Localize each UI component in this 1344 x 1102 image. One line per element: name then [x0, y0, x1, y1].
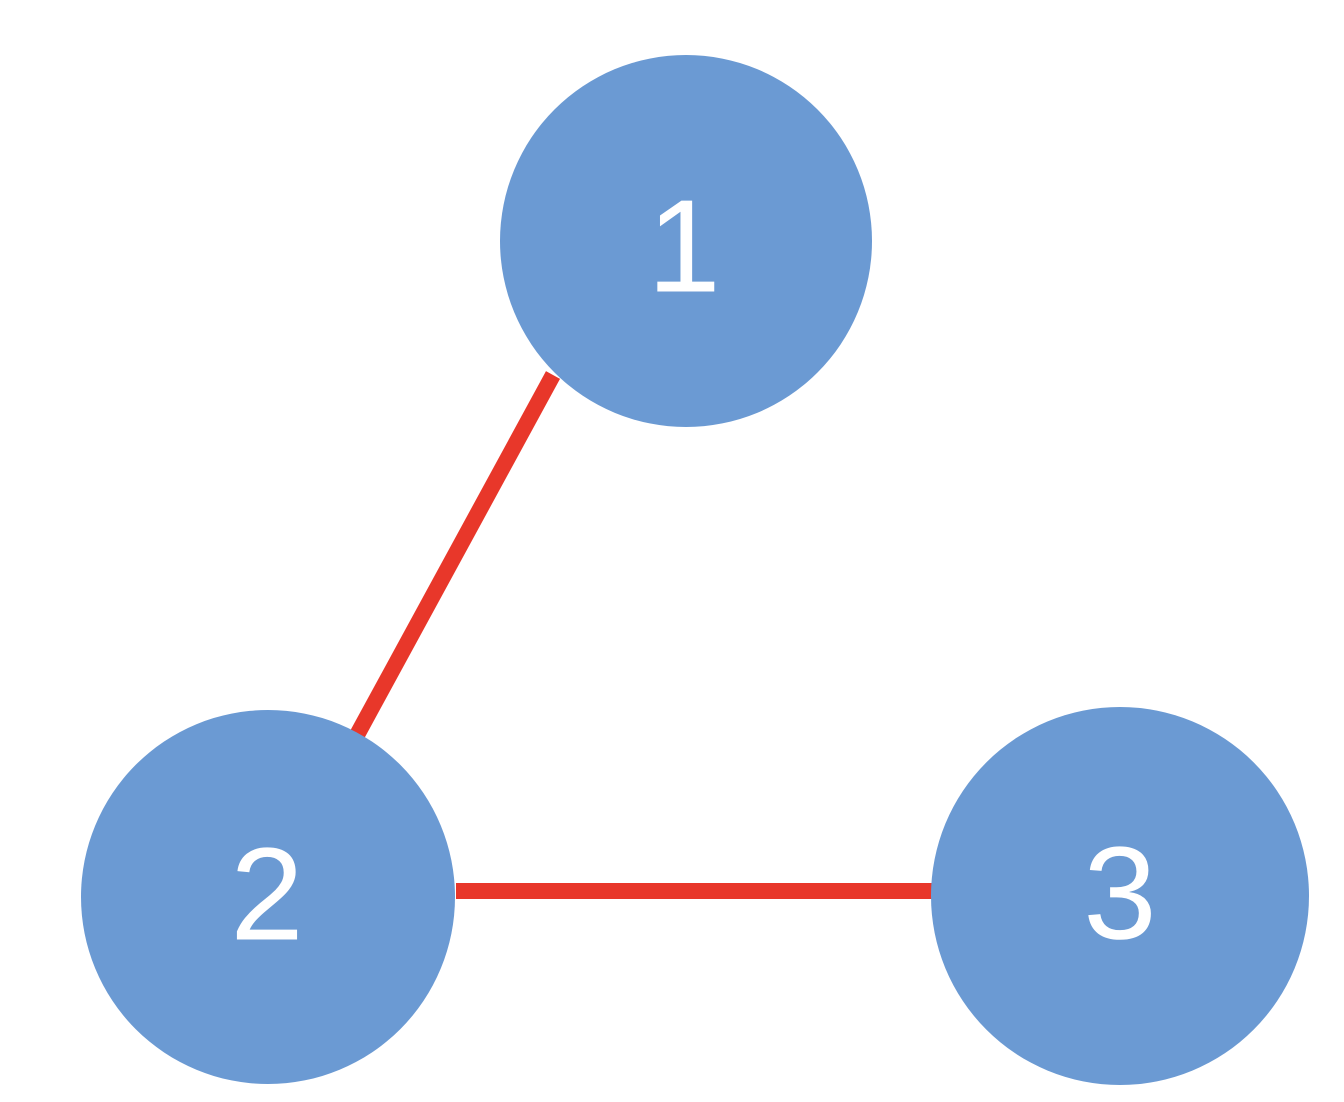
node-3[interactable]: 3	[931, 707, 1309, 1085]
node-2-label: 2	[230, 821, 303, 968]
node-1-circle[interactable]	[500, 55, 872, 427]
node-1-label: 1	[647, 173, 720, 320]
node-layer: 1 2 3	[81, 55, 1309, 1085]
node-3-label: 3	[1083, 820, 1156, 967]
node-2[interactable]: 2	[81, 710, 455, 1084]
node-1[interactable]: 1	[500, 55, 872, 427]
edge-layer	[349, 371, 936, 899]
edge-1-2[interactable]	[349, 371, 561, 739]
node-3-circle[interactable]	[931, 707, 1309, 1085]
node-2-circle[interactable]	[81, 710, 455, 1084]
